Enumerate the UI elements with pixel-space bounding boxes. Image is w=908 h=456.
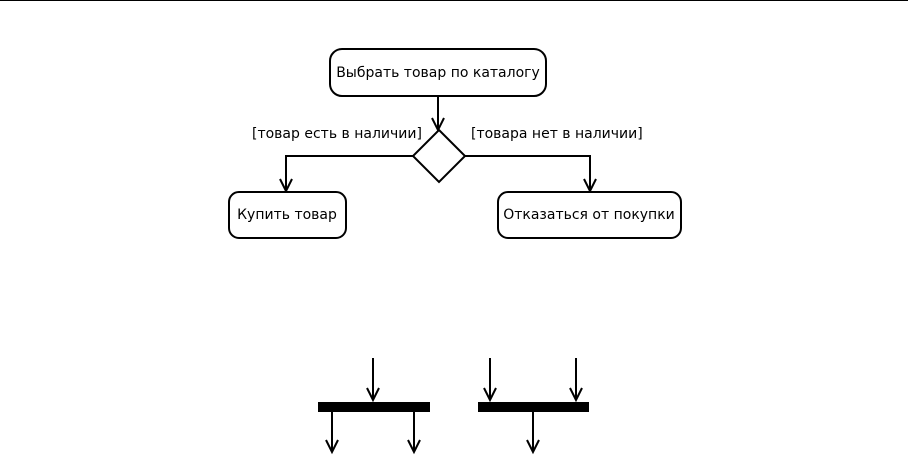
activity-label-select-product: Выбрать товар по каталогу bbox=[336, 65, 540, 81]
fork-node bbox=[318, 358, 430, 452]
activity-label-refuse-purchase: Отказаться от покупки bbox=[503, 207, 675, 223]
fork-outgoing-arrow-left bbox=[326, 412, 338, 452]
flow-arrow-out-of-stock bbox=[465, 156, 596, 191]
activity-node-refuse-purchase: Отказаться от покупки bbox=[498, 192, 681, 238]
activity-label-buy-product: Купить товар bbox=[237, 207, 337, 223]
join-incoming-arrow-right bbox=[570, 358, 582, 400]
activity-node-select-product: Выбрать товар по каталогу bbox=[330, 49, 546, 96]
join-bar bbox=[478, 402, 589, 412]
join-outgoing-arrow bbox=[527, 412, 539, 452]
fork-bar bbox=[318, 402, 430, 412]
fork-incoming-arrow bbox=[367, 358, 379, 400]
fork-outgoing-arrow-right bbox=[408, 412, 420, 452]
join-incoming-arrow-left bbox=[484, 358, 496, 400]
activity-node-buy-product: Купить товар bbox=[229, 192, 346, 238]
guard-label-out-of-stock: [товара нет в наличии] bbox=[471, 126, 643, 142]
join-node bbox=[478, 358, 589, 452]
flow-arrow-select-to-decision bbox=[432, 96, 444, 130]
guard-label-in-stock: [товар есть в наличии] bbox=[252, 126, 422, 142]
flow-arrow-in-stock bbox=[280, 156, 413, 191]
